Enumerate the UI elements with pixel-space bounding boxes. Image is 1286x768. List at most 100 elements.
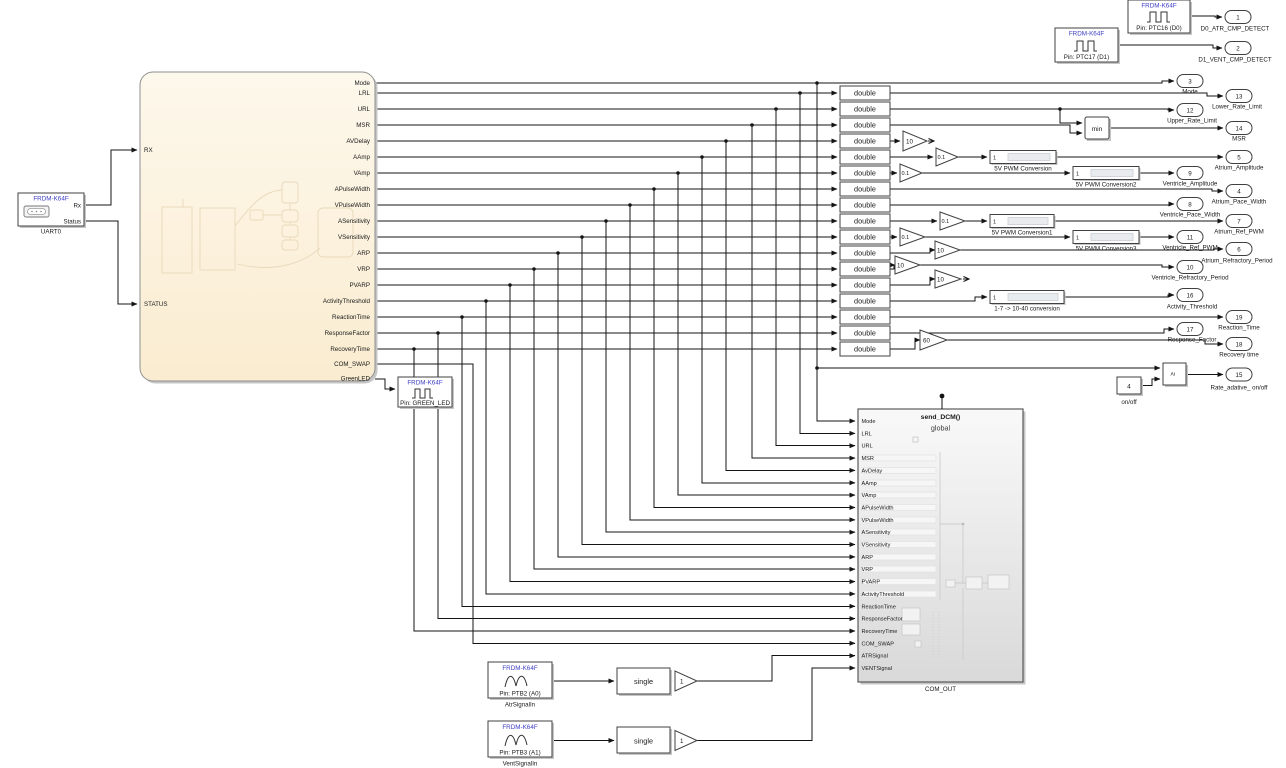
port-label: ResponseFactor xyxy=(325,330,370,337)
pin-label: Pin: PTC16 (D0) xyxy=(1136,25,1181,32)
brand-label: FRDM-K64F xyxy=(1141,3,1176,10)
datatype-label: double xyxy=(854,265,876,274)
com-in-label: URL xyxy=(862,444,873,450)
pin-label: Pin: PTB2 (A0) xyxy=(499,691,540,698)
port-label: PVARP xyxy=(349,282,370,289)
gain-value: 0.1 xyxy=(902,171,910,177)
com-in-label: APulseWidth xyxy=(862,506,894,512)
pacemaker-subsystem-block[interactable]: RX STATUS Mode LRL URL MSR AVDelay AAmp … xyxy=(139,71,378,384)
constant-value: 4 xyxy=(1127,384,1131,391)
block-name: 5V PWM Conversion1 xyxy=(992,230,1053,237)
com-in-label: AvDelay xyxy=(862,468,883,474)
lookup-index: 1 xyxy=(993,155,996,161)
block-name: on/off xyxy=(1121,399,1137,406)
datatype-label: double xyxy=(854,345,876,354)
outport-label: Upper_Rate_Limit xyxy=(1167,118,1217,125)
sine-wave-icon xyxy=(504,734,528,747)
block-name: UART0 xyxy=(41,229,62,236)
datatype-label: double xyxy=(854,185,876,194)
port-label: RecoveryTime xyxy=(330,346,370,353)
svg-text:9: 9 xyxy=(1188,170,1192,177)
gain-blocks[interactable]: 10 0.1 0.1 0.1 0.1 10 10 10 60 1 1 xyxy=(674,130,967,752)
pwm-conversion-blocks[interactable]: 1 5V PWM Conversion 1 5V PWM Conversion2… xyxy=(989,150,1141,313)
lookup-index: 1 xyxy=(993,295,996,301)
gain-value: 1 xyxy=(680,678,684,685)
ptc16-block[interactable]: FRDM-K64F Pin: PTC16 (D0) xyxy=(1127,0,1192,35)
green-led-block[interactable]: FRDM-K64F Pin: GREEN_LED xyxy=(397,376,454,409)
datatype-label: double xyxy=(854,281,876,290)
outport-7: 7 xyxy=(1225,214,1253,228)
com-out-input-labels: Mode LRL URL MSR AvDelay AAmp VAmp APuls… xyxy=(862,419,905,672)
min-block[interactable]: min xyxy=(1084,116,1111,141)
brand-label: FRDM-K64F xyxy=(502,665,537,672)
pin-label: Pin: PTC17 (D1) xyxy=(1064,54,1109,61)
port-label: APulseWidth xyxy=(335,186,371,193)
constant-block[interactable]: 4 on/off xyxy=(1116,376,1143,406)
svg-text:8: 8 xyxy=(1188,201,1192,208)
port-label: URL xyxy=(358,106,371,113)
com-in-label: COM_SWAP xyxy=(862,641,895,647)
datatype-label: double xyxy=(854,89,876,98)
outport-label: D1_VENT_CMP_DETECT xyxy=(1198,57,1271,64)
com-in-label: RecoveryTime xyxy=(862,629,898,635)
single-conversion-blocks[interactable]: single single xyxy=(616,667,672,755)
square-wave-icon xyxy=(412,388,433,399)
relational-operator-block[interactable]: ≥ xyxy=(1162,362,1188,387)
outport-1: 1 xyxy=(1224,10,1252,24)
com-out-block[interactable]: send_DCM() global Mode LRL URL MSR AvDel… xyxy=(857,393,1026,693)
port-label: VRP xyxy=(357,266,370,273)
outport-label: Ventricle_Amplitude xyxy=(1163,181,1218,188)
function-label: send_DCM() xyxy=(921,414,961,421)
svg-text:12: 12 xyxy=(1187,107,1194,114)
block-name: 1-7 -> 10-40 conversion xyxy=(994,306,1060,313)
block-name: VentSignalIn xyxy=(503,761,538,768)
port-label: ARP xyxy=(357,250,370,257)
datatype-label: double xyxy=(854,153,876,162)
outport-label: Mode xyxy=(1182,89,1198,96)
port-label: VAmp xyxy=(354,170,371,177)
datatype-label: double xyxy=(854,217,876,226)
outports[interactable]: 1 D0_ATR_CMP_DETECT 2 D1_VENT_CMP_DETECT… xyxy=(1151,10,1273,392)
pin-label: Pin: GREEN_LED xyxy=(400,400,450,407)
port-label: COM_SWAP xyxy=(334,361,370,368)
pin-label: Pin: PTB3 (A1) xyxy=(499,750,540,757)
ptc17-block[interactable]: FRDM-K64F Pin: PTC17 (D1) xyxy=(1054,27,1120,64)
svg-text:4: 4 xyxy=(1237,188,1241,195)
datatype-label: double xyxy=(854,233,876,242)
outport-label: Atrium_Pace_Width xyxy=(1212,199,1267,206)
uart0-block[interactable]: FRDM-K64F Rx Status UART0 xyxy=(17,192,86,236)
double-conversion-column[interactable]: double double double double double doubl… xyxy=(839,85,891,357)
outport-label: MSR xyxy=(1232,136,1246,143)
square-wave-icon xyxy=(1074,40,1097,52)
datatype-label: double xyxy=(854,137,876,146)
outport-18: 18 xyxy=(1225,337,1253,351)
atr-signal-in-block[interactable]: FRDM-K64F Pin: PTB2 (A0) AtrSignalIn xyxy=(487,661,554,709)
port-label: VSensitivity xyxy=(338,234,371,241)
ge-label: ≥ xyxy=(1170,372,1177,376)
outport-19: 19 xyxy=(1225,310,1253,324)
com-in-label: ActivityThreshold xyxy=(862,592,905,598)
block-name: 5V PWM Conversion2 xyxy=(1076,182,1137,189)
gain-value: 0.1 xyxy=(938,155,946,161)
min-label: min xyxy=(1092,126,1103,133)
gain-value: 10 xyxy=(937,247,944,254)
svg-text:1: 1 xyxy=(1236,14,1240,21)
vent-signal-in-block[interactable]: FRDM-K64F Pin: PTB3 (A1) VentSignalIn xyxy=(487,720,554,768)
port-label: Mode xyxy=(355,80,371,87)
gain-value: 10 xyxy=(937,276,944,283)
outport-label: Rate_adative_ on/off xyxy=(1211,385,1268,392)
outport-10: 10 xyxy=(1176,260,1204,274)
com-in-label: LRL xyxy=(862,431,872,437)
signal-wires[interactable] xyxy=(84,14,1224,743)
com-in-label: AAmp xyxy=(862,481,877,487)
inport-label: STATUS xyxy=(144,301,168,308)
svg-text:2: 2 xyxy=(1236,45,1240,52)
port-label: VPulseWidth xyxy=(335,202,371,209)
outport-8: 8 xyxy=(1176,197,1204,211)
trigger-port-icon xyxy=(939,393,945,399)
brand-label: FRDM-K64F xyxy=(407,380,442,387)
outport-label: Atrium_Refractory_Period xyxy=(1201,258,1273,265)
svg-text:14: 14 xyxy=(1236,125,1243,132)
lookup-index: 1 xyxy=(993,219,996,225)
